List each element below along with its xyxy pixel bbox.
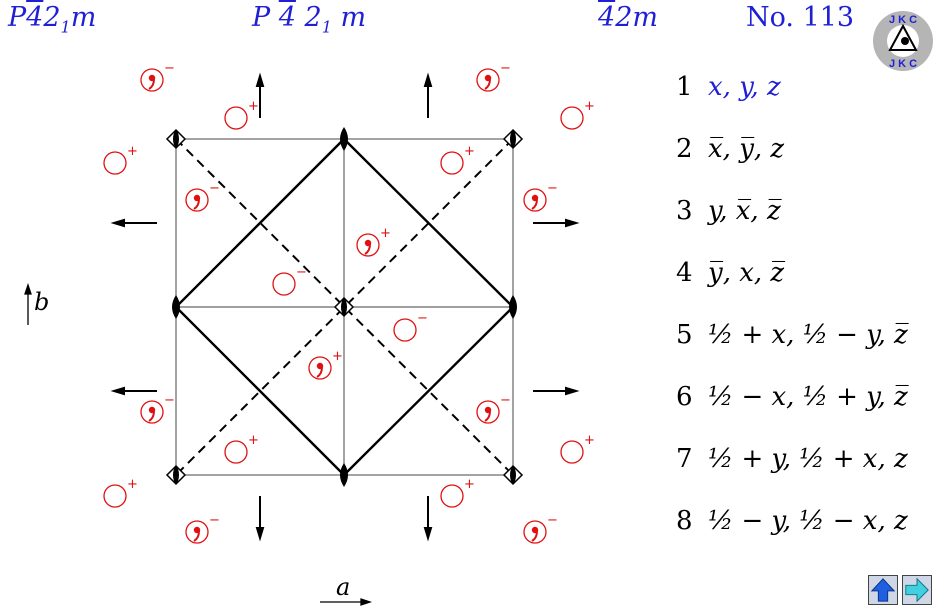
position-marker: + — [224, 99, 259, 130]
space-group-symbol-short: P421m — [8, 2, 97, 37]
position-marker: − — [476, 393, 511, 424]
position-marker: − — [523, 513, 558, 544]
position-marker: + — [308, 349, 343, 380]
arrow-right-icon — [905, 577, 929, 603]
symmetry-diagram: − + − + + + − − + − − + − − + + + + − − — [24, 61, 595, 606]
jkc-logo: J K C J K C — [873, 11, 933, 71]
position-marker: + — [356, 226, 391, 257]
position-marker: + — [440, 144, 475, 175]
marker-sign: − — [209, 513, 220, 528]
marker-sign: − — [209, 181, 220, 196]
position-marker: − — [140, 393, 175, 424]
marker-sign: + — [127, 144, 138, 159]
marker-sign: − — [500, 61, 511, 76]
nav-next-button[interactable] — [902, 575, 932, 605]
arrow-up-icon — [870, 578, 896, 602]
position-marker: + — [103, 477, 138, 508]
marker-sign: + — [248, 99, 259, 114]
position-marker: + — [440, 477, 475, 508]
space-group-symbol-full: P 4 21 m — [252, 2, 367, 37]
axis-arrows — [24, 282, 373, 606]
marker-sign: + — [584, 433, 595, 448]
marker-sign: + — [584, 99, 595, 114]
position-marker: − — [185, 513, 220, 544]
marker-sign: − — [164, 393, 175, 408]
position-marker: + — [224, 433, 259, 464]
position-marker: − — [272, 265, 307, 296]
marker-sign: − — [547, 181, 558, 196]
position-marker: − — [185, 181, 220, 212]
svg-text:J K C: J K C — [889, 58, 917, 70]
position-marker: − — [476, 61, 511, 92]
general-positions: − + − + + + − − + − − + − − + + + + − − — [103, 61, 595, 544]
marker-sign: + — [127, 477, 138, 492]
position-marker: + — [103, 144, 138, 175]
point-group-symbol: 42m — [598, 2, 658, 33]
marker-sign: + — [464, 144, 475, 159]
glide-planes — [175, 138, 514, 476]
position-marker: + — [560, 99, 595, 130]
marker-sign: − — [296, 265, 307, 280]
marker-sign: − — [547, 513, 558, 528]
marker-sign: + — [380, 226, 391, 241]
position-marker: − — [393, 311, 428, 342]
marker-sign: − — [417, 311, 428, 326]
position-marker: + — [560, 433, 595, 464]
axis-label-a: a — [336, 573, 351, 601]
fourfold-inversion-axes — [165, 128, 524, 486]
marker-sign: + — [248, 433, 259, 448]
marker-sign: + — [332, 349, 343, 364]
axis-label-b: b — [34, 288, 50, 316]
position-marker: − — [140, 61, 175, 92]
marker-sign: + — [464, 477, 475, 492]
twofold-axes — [172, 127, 517, 487]
position-marker: − — [523, 181, 558, 212]
screw-axes — [110, 72, 580, 542]
svg-text:J K C: J K C — [889, 14, 917, 26]
marker-sign: − — [500, 393, 511, 408]
space-group-number: No. 113 — [746, 2, 855, 33]
marker-sign: − — [164, 61, 175, 76]
nav-up-button[interactable] — [868, 575, 898, 605]
